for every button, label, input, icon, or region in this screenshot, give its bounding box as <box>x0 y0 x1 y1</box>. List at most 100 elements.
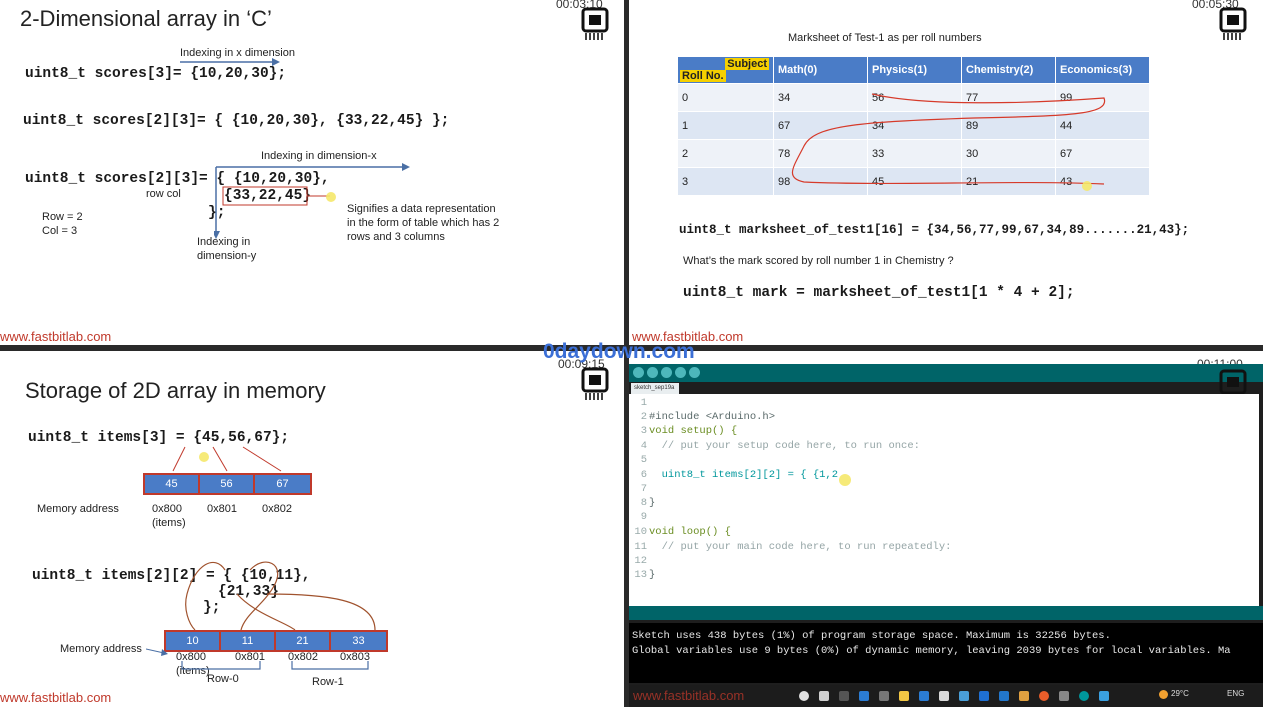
console-line: Global variables use 9 bytes (0%) of dyn… <box>632 645 1231 657</box>
mapping-arrows <box>172 446 282 472</box>
store-icon[interactable] <box>879 691 889 701</box>
tray-language[interactable]: ENG <box>1227 689 1245 698</box>
search-icon[interactable] <box>799 691 809 701</box>
memory-address-label: Memory address <box>60 643 142 655</box>
memory-block-2d: 10 11 21 33 <box>164 630 388 652</box>
code-line: 5 <box>640 454 647 466</box>
axis-arrows-icon <box>214 163 410 239</box>
explorer-icon[interactable] <box>899 691 909 701</box>
table-title: Marksheet of Test-1 as per roll numbers <box>788 32 982 44</box>
video-timer: 00:03:10 <box>556 0 603 11</box>
code-scores-2d: uint8_t scores[2][3]= { {10,20,30}, {33,… <box>23 113 450 129</box>
memory-cell: 11 <box>221 632 276 650</box>
tab-sketch[interactable]: sketch_sep19a <box>631 383 679 394</box>
table-row: 2 78 33 30 67 <box>677 139 1150 168</box>
address-label: 0x802 <box>288 651 318 663</box>
footer-url: www.fastbitlab.com <box>633 688 745 703</box>
row-major-annotation <box>791 93 1106 185</box>
signifies-text-3: rows and 3 columns <box>347 231 445 243</box>
question-text: What’s the mark scored by roll number 1 … <box>683 255 954 267</box>
header-col: Economics(3) <box>1055 56 1150 84</box>
address-label: 0x800 <box>152 503 182 515</box>
footer-url: www.fastbitlab.com <box>0 329 112 344</box>
app-icon[interactable] <box>979 691 989 701</box>
weather-icon[interactable] <box>1159 690 1168 699</box>
watermark-logo: 0daydown.com <box>543 340 695 363</box>
header-col: Physics(1) <box>867 56 962 84</box>
annotation-box <box>222 186 330 206</box>
verify-icon[interactable] <box>633 367 644 378</box>
arduino-ide-window: 00:11:00 sketch_sep19a 1 2#include <Ardu… <box>629 351 1263 707</box>
arduino-icon[interactable] <box>1079 691 1089 701</box>
table-cell: 45 <box>867 167 962 196</box>
ide-status-bar <box>629 606 1263 620</box>
mail-icon[interactable] <box>919 691 929 701</box>
indexing-dim-y-label-2: dimension-y <box>197 250 257 262</box>
save-icon[interactable] <box>689 367 700 378</box>
code-scores-1d: uint8_t scores[3]= {10,20,30}; <box>25 66 287 82</box>
app-icon[interactable] <box>839 691 849 701</box>
table-cell: 1 <box>677 111 774 140</box>
slide-2d-storage: Storage of 2D array in memory 00:09:15 u… <box>0 351 624 707</box>
app-icon[interactable] <box>1099 691 1109 701</box>
marksheet-table: Subject Roll No. Math(0) Physics(1) Chem… <box>677 56 1150 196</box>
code-scores-table-line1: uint8_t scores[2][3]= { {10,20,30}, <box>25 171 330 187</box>
table-cell: 99 <box>1055 83 1150 112</box>
mapping-curves <box>185 561 376 631</box>
code-line: 13} <box>634 569 656 581</box>
edge-icon[interactable] <box>859 691 869 701</box>
table-cell: 43 <box>1055 167 1150 196</box>
signifies-text-1: Signifies a data representation <box>347 203 496 215</box>
table-cell: 78 <box>773 139 868 168</box>
photos-icon[interactable] <box>939 691 949 701</box>
vscode-icon[interactable] <box>959 691 969 701</box>
open-icon[interactable] <box>675 367 686 378</box>
code-marksheet-decl: uint8_t marksheet_of_test1[16] = {34,56,… <box>679 223 1190 237</box>
table-cell: 33 <box>867 139 962 168</box>
ide-toolbar <box>629 364 1263 382</box>
arrow-x-icon <box>180 58 280 66</box>
table-row: 0 34 56 77 99 <box>677 83 1150 112</box>
memory-block-1d: 45 56 67 <box>143 473 312 495</box>
items-label: (items) <box>176 665 210 677</box>
footer-url: www.fastbitlab.com <box>0 690 112 705</box>
address-label: 0x801 <box>235 651 265 663</box>
chip-logo-icon <box>581 367 609 400</box>
header-col: Chemistry(2) <box>961 56 1056 84</box>
row-col-label: row col <box>146 188 181 200</box>
header-subject: Subject <box>725 58 769 70</box>
settings-icon[interactable] <box>1059 691 1069 701</box>
memory-cell: 33 <box>331 632 386 650</box>
windows-taskbar: www.fastbitlab.com 29°C ENG <box>629 685 1263 707</box>
row-brackets <box>181 661 369 670</box>
header-corner: Subject Roll No. <box>677 56 774 84</box>
footer-url: www.fastbitlab.com <box>632 329 744 344</box>
cursor-highlight <box>1082 181 1092 191</box>
address-label: 0x800 <box>176 651 206 663</box>
task-view-icon[interactable] <box>819 691 829 701</box>
signifies-text-2: in the form of table which has 2 <box>347 217 500 229</box>
header-col: Math(0) <box>773 56 868 84</box>
row-count-label: Row = 2 <box>42 211 83 223</box>
table-cell: 30 <box>961 139 1056 168</box>
console-line: Sketch uses 438 bytes (1%) of program st… <box>632 630 1111 642</box>
code-line: 8} <box>640 497 656 509</box>
table-cell: 2 <box>677 139 774 168</box>
code-items-2d-line2: {21,33} <box>218 584 279 600</box>
upload-icon[interactable] <box>647 367 658 378</box>
code-line: 4 // put your setup code here, to run on… <box>640 440 920 452</box>
address-label: 0x803 <box>340 651 370 663</box>
code-line: 1 <box>640 397 647 409</box>
app-icon[interactable] <box>999 691 1009 701</box>
code-mark-answer: uint8_t mark = marksheet_of_test1[1 * 4 … <box>683 285 1075 301</box>
code-scores-table-line3: }; <box>208 205 226 221</box>
indexing-dim-y-label-1: Indexing in <box>197 236 251 248</box>
app-icon[interactable] <box>1019 691 1029 701</box>
new-sketch-icon[interactable] <box>661 367 672 378</box>
cursor-highlight <box>326 192 336 202</box>
table-cell: 44 <box>1055 111 1150 140</box>
code-line: 12 <box>634 555 647 567</box>
firefox-icon[interactable] <box>1039 691 1049 701</box>
